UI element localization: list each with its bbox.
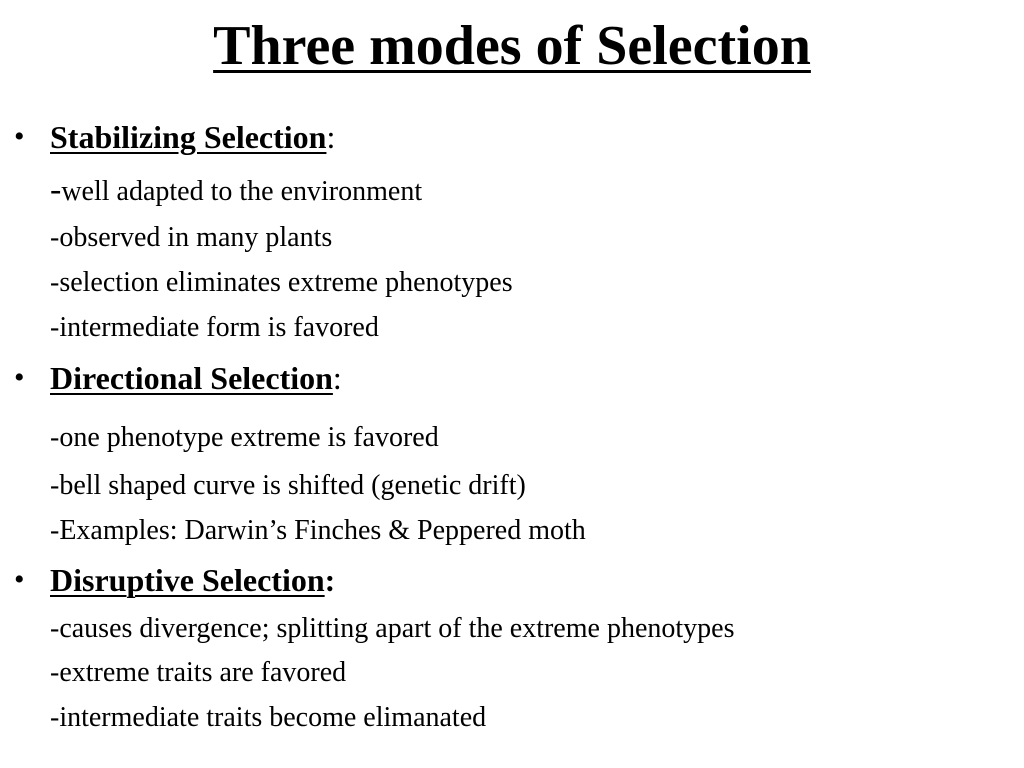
list-item: -extreme traits are favored <box>50 657 347 688</box>
heading-colon: : <box>324 561 336 598</box>
section-heading: Directional Selection <box>50 359 333 396</box>
section-directional: • Directional Selection : <box>14 356 342 400</box>
heading-colon: : <box>326 118 336 155</box>
list-item: -one phenotype extreme is favored <box>50 422 439 453</box>
list-item: -selection eliminates extreme phenotypes <box>50 267 513 298</box>
list-item: -bell shaped curve is shifted (genetic d… <box>50 470 526 501</box>
bullet-dot: • <box>14 563 25 596</box>
list-item: -observed in many plants <box>50 222 333 253</box>
list-item: -intermediate form is favored <box>50 312 379 343</box>
list-item: -causes divergence; splitting apart of t… <box>50 613 735 644</box>
section-stabilizing: • Stabilizing Selection : <box>14 115 335 159</box>
heading-colon: : <box>332 359 342 396</box>
list-item-text: well adapted to the environment <box>61 176 423 207</box>
section-heading: Stabilizing Selection <box>50 118 327 155</box>
list-item: -Examples: Darwin’s Finches & Peppered m… <box>50 515 586 546</box>
bullet-dot: • <box>14 361 25 394</box>
section-disruptive: • Disruptive Selection : <box>14 558 335 602</box>
list-item: -intermediate traits become elimanated <box>50 702 487 733</box>
section-heading: Disruptive Selection <box>50 561 325 598</box>
bullet-dot: • <box>14 120 25 153</box>
slide-title: Three modes of Selection <box>0 10 1024 82</box>
leading-dash: - <box>50 171 62 208</box>
list-item: -well adapted to the environment <box>50 172 422 210</box>
slide-title-text: Three modes of Selection <box>213 15 811 77</box>
